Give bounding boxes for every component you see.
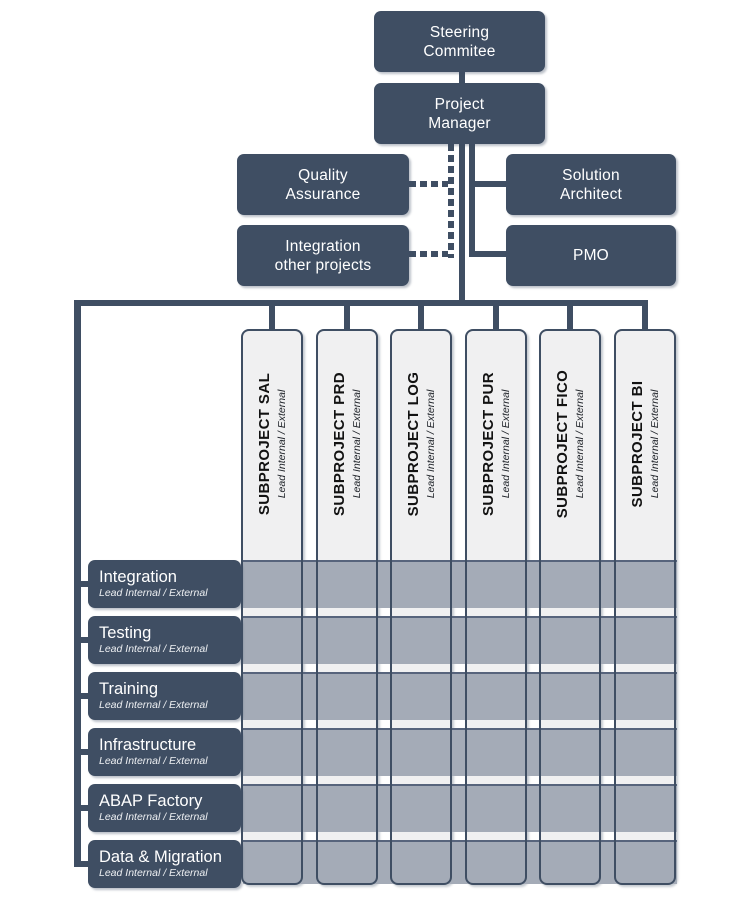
row-title: Training [99,680,158,698]
connector-dashed-to-quality-assurance [409,181,448,187]
matrix-band-integration [243,560,677,608]
column-title: SUBPROJECT PUR [480,372,497,516]
row-title: Integration [99,568,177,586]
row-stub-3 [77,693,89,699]
row-stub-2 [77,637,89,643]
column-header-subproject-fico: SUBPROJECT FICO Lead Internal / External [539,329,601,559]
connector-dashed-to-integration-other [409,251,448,257]
row-subtitle: Lead Internal / External [99,587,208,599]
column-subtitle: Lead Internal / External [649,389,661,499]
column-title: SUBPROJECT BI [629,380,646,508]
row-title: Data & Migration [99,848,222,866]
column-header-subproject-prd: SUBPROJECT PRD Lead Internal / External [316,329,378,559]
column-header-subproject-sal: SUBPROJECT SAL Lead Internal / External [241,329,303,559]
subproject-column-border-2 [316,329,378,885]
row-subtitle: Lead Internal / External [99,755,208,767]
connector-to-solution-architect [469,181,506,187]
row-label-data-migration: Data & Migration Lead Internal / Externa… [88,840,241,888]
column-stub-6 [642,304,648,331]
column-header-subproject-pur: SUBPROJECT PUR Lead Internal / External [465,329,527,559]
row-label-integration: Integration Lead Internal / External [88,560,241,608]
connector-steering-to-pm [459,71,465,84]
connector-right-trunk [469,144,475,257]
row-label-infrastructure: Infrastructure Lead Internal / External [88,728,241,776]
integration-other-projects-label: Integration other projects [274,237,372,274]
connector-pm-to-matrix-trunk [459,144,465,304]
subproject-column-border-3 [390,329,452,885]
subproject-column-border-1 [241,329,303,885]
row-subtitle: Lead Internal / External [99,811,208,823]
quality-assurance-label: Quality Assurance [285,166,361,203]
row-label-training: Training Lead Internal / External [88,672,241,720]
row-label-testing: Testing Lead Internal / External [88,616,241,664]
matrix-band-infrastructure [243,728,677,776]
row-title: ABAP Factory [99,792,203,810]
column-subtitle: Lead Internal / External [276,389,288,499]
column-title: SUBPROJECT PRD [331,372,348,516]
steering-committee-label: Steering Commitee [423,23,496,60]
subproject-column-border-4 [465,329,527,885]
matrix-band-training [243,672,677,720]
steering-committee-box: Steering Commitee [374,11,545,72]
subproject-column-border-5 [539,329,601,885]
column-subtitle: Lead Internal / External [574,389,586,499]
quality-assurance-box: Quality Assurance [237,154,409,215]
column-title: SUBPROJECT FICO [554,369,571,519]
row-subtitle: Lead Internal / External [99,643,208,655]
row-subtitle: Lead Internal / External [99,867,208,879]
solution-architect-label: Solution Architect [559,166,623,203]
column-stub-2 [344,304,350,331]
column-subtitle: Lead Internal / External [425,389,437,499]
column-subtitle: Lead Internal / External [351,389,363,499]
subproject-column-border-6 [614,329,676,885]
connector-to-pmo [469,251,506,257]
column-header-subproject-log: SUBPROJECT LOG Lead Internal / External [390,329,452,559]
pmo-box: PMO [506,225,676,286]
matrix-band-testing [243,616,677,664]
matrix-top-bus-line [74,300,648,306]
column-stub-1 [269,304,275,331]
integration-other-projects-box: Integration other projects [237,225,409,286]
pmo-label: PMO [573,247,609,264]
row-subtitle: Lead Internal / External [99,699,208,711]
row-label-abap-factory: ABAP Factory Lead Internal / External [88,784,241,832]
column-stub-4 [493,304,499,331]
connector-dashed-trunk [448,144,454,258]
matrix-band-data-migration [243,840,677,884]
matrix-band-abap-factory [243,784,677,832]
column-stub-5 [567,304,573,331]
column-stub-3 [418,304,424,331]
row-stub-1 [77,581,89,587]
column-header-subproject-bi: SUBPROJECT BI Lead Internal / External [614,329,676,559]
column-subtitle: Lead Internal / External [500,389,512,499]
column-title: SUBPROJECT LOG [405,371,422,517]
row-stub-4 [77,749,89,755]
project-manager-box: Project Manager [374,83,545,144]
row-stub-5 [77,805,89,811]
solution-architect-box: Solution Architect [506,154,676,215]
row-stub-6 [77,861,89,867]
project-manager-label: Project Manager [428,95,491,132]
column-title: SUBPROJECT SAL [256,372,273,516]
row-title: Infrastructure [99,736,197,754]
row-title: Testing [99,624,152,642]
